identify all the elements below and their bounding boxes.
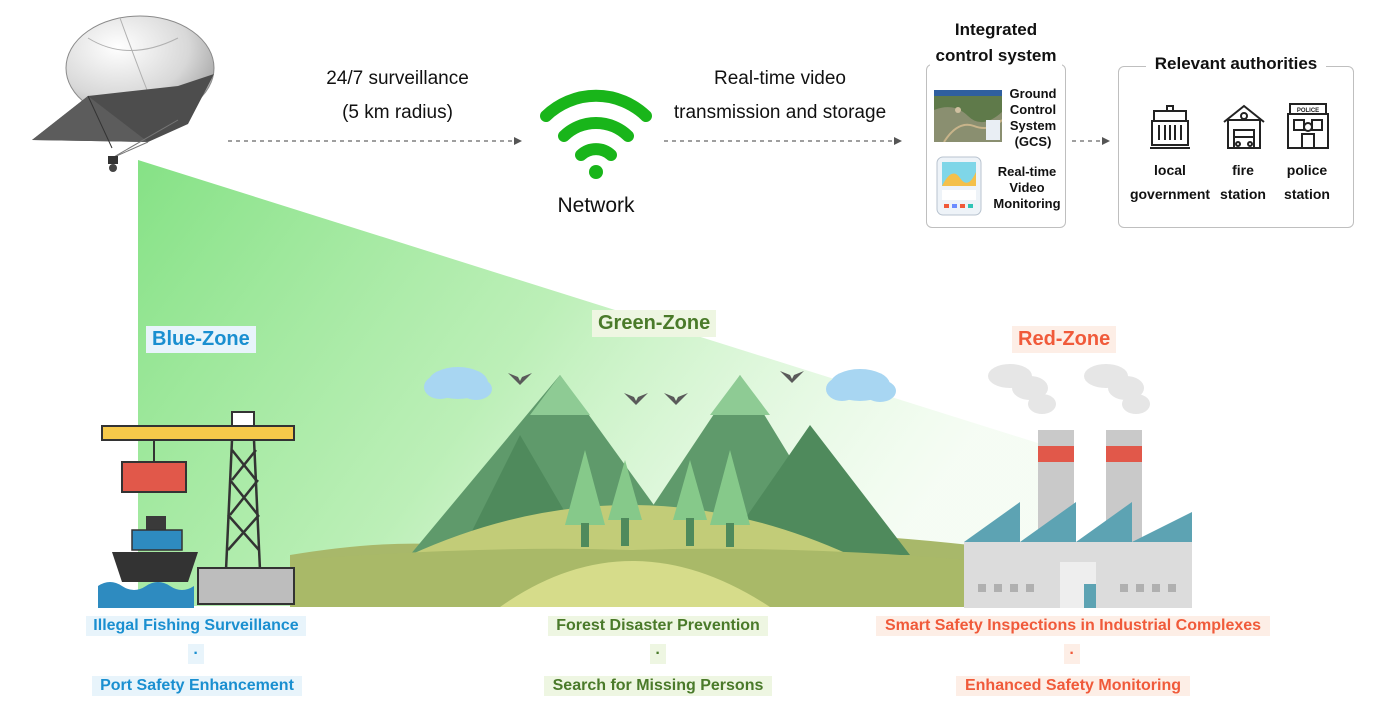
authority-police-line1: police [1286,162,1328,178]
red-caption-2: Enhanced Safety Monitoring [956,676,1190,696]
green-zone-landscape [290,367,970,607]
transmission-label: Real-time video transmission and storage [650,62,910,130]
authority-fire-line2: station [1220,186,1266,202]
blue-caption-2: Port Safety Enhancement [92,676,302,696]
authority-local-line1: local [1154,162,1186,178]
green-caption-1: Forest Disaster Prevention [548,616,768,636]
arrow-to-network [228,137,522,145]
red-caption-1: Smart Safety Inspections in Industrial C… [876,616,1270,636]
arrow-to-control [664,137,902,145]
authority-police-station: police station [1276,158,1338,206]
green-caption-dot: · [650,644,666,664]
surveillance-label: 24/7 surveillance (5 km radius) [270,62,525,130]
surveillance-line2: (5 km radius) [342,102,453,123]
red-caption-dot: · [1064,644,1080,664]
monitoring-label-line3: Monitoring [993,196,1061,211]
blue-caption-dot: · [188,644,204,664]
gcs-label-line2: Control [1009,102,1057,117]
aerostat-balloon [32,15,215,172]
authority-local-line2: government [1129,186,1211,202]
police-station-icon: POLICE [1287,103,1329,149]
gcs-label: Ground Control System (GCS) [1002,86,1064,150]
control-title-line1: Integrated [954,20,1038,39]
green-caption-2: Search for Missing Persons [544,676,772,696]
factory-illustration [964,364,1192,608]
tablet-monitor-icon [936,156,982,216]
monitoring-label-line2: Video [1009,180,1045,195]
port-illustration [98,411,295,608]
blue-zone-tag: Blue-Zone [146,326,256,353]
control-system-title: Integrated control system [926,18,1066,70]
authority-local-government: local government [1128,158,1212,206]
authorities-title: Relevant authorities [1146,54,1326,74]
blue-caption-1: Illegal Fishing Surveillance [86,616,306,636]
monitoring-label: Real-time Video Monitoring [988,164,1066,212]
transmission-line1: Real-time video [714,68,846,89]
gcs-label-line4: (GCS) [1014,134,1052,149]
network-label: Network [557,194,635,217]
wifi-icon [540,89,652,179]
red-zone-tag: Red-Zone [1012,326,1117,353]
fire-station-icon [1223,104,1265,149]
authority-fire-station: fire station [1212,158,1274,206]
authority-fire-line1: fire [1232,162,1254,178]
green-zone-tag: Green-Zone [592,310,717,337]
surveillance-line1: 24/7 surveillance [326,68,469,89]
authority-police-line2: station [1284,186,1330,202]
police-sign-text: POLICE [1297,108,1319,114]
monitoring-label-line1: Real-time [997,164,1057,179]
transmission-line2: transmission and storage [673,102,887,123]
control-title-line2: control system [929,42,1063,70]
government-building-icon [1150,105,1190,149]
gcs-map-thumbnail [934,90,1002,142]
gcs-label-line1: Ground [1009,86,1057,101]
gcs-label-line3: System [1009,118,1057,133]
arrow-to-authorities [1072,137,1110,145]
